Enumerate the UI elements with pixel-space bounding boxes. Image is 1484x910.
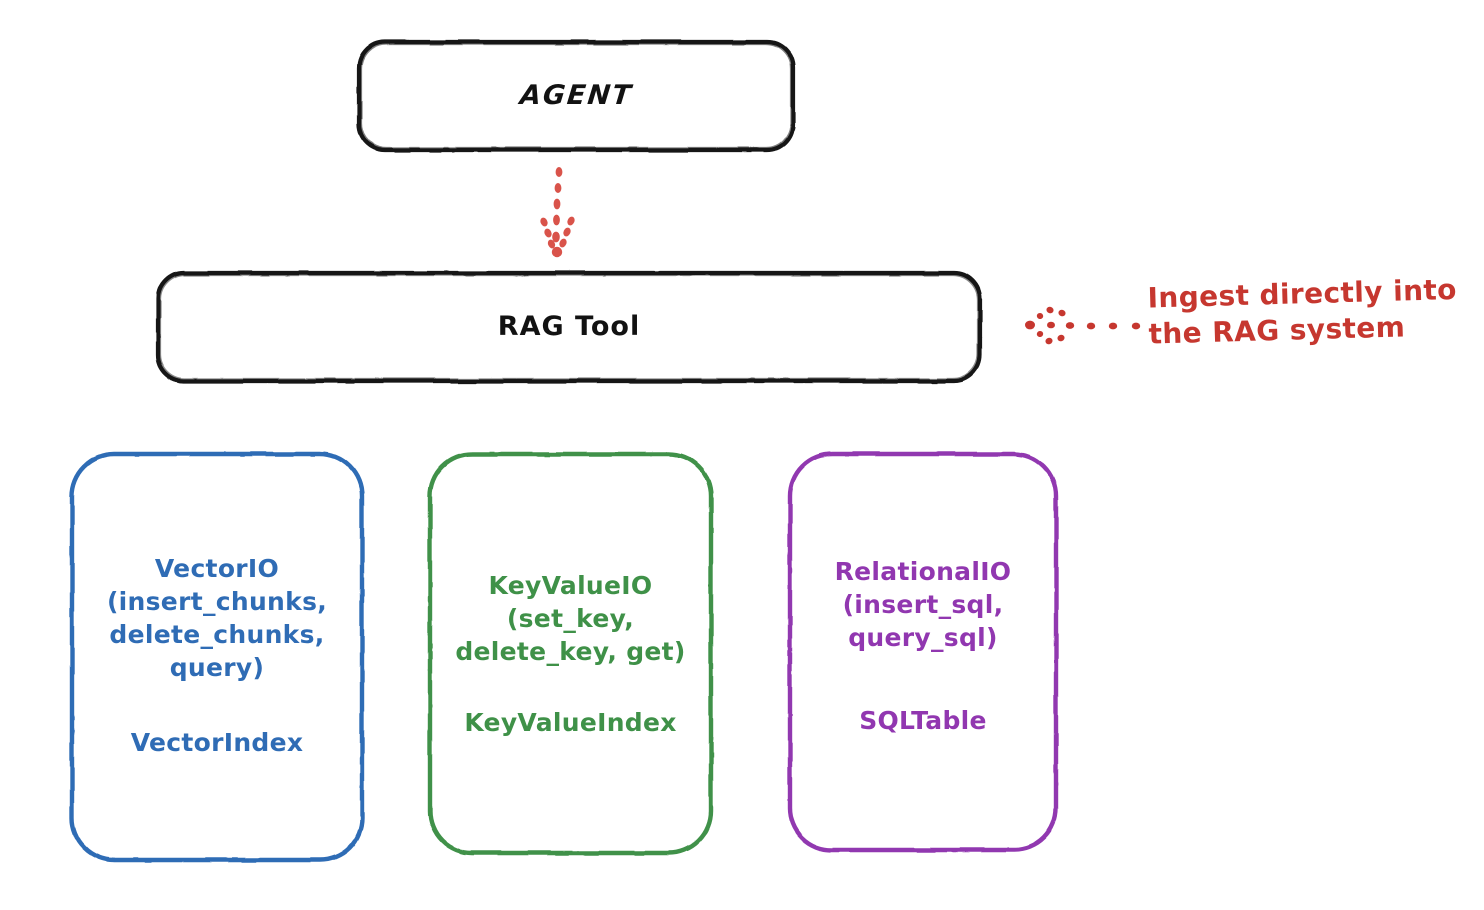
vector-io-box-outline xyxy=(69,451,365,863)
agent-to-rag-tool-arrow xyxy=(540,167,575,258)
key-value-io-box-outline xyxy=(427,451,714,856)
vector-io-node[interactable]: VectorIO (insert_chunks, delete_chunks, … xyxy=(70,452,364,862)
agent-label: AGENT xyxy=(518,79,634,111)
relational-io-subtitle: SQLTable xyxy=(859,706,987,735)
key-value-io-node[interactable]: KeyValueIO (set_key, delete_key, get) Ke… xyxy=(428,452,713,855)
ingest-annotation-text: Ingest directly into the RAG system xyxy=(1147,272,1458,351)
relational-io-box-outline xyxy=(787,451,1059,853)
agent-node[interactable]: AGENT xyxy=(357,40,795,152)
vector-io-subtitle: VectorIndex xyxy=(130,727,304,757)
key-value-io-subtitle: KeyValueIndex xyxy=(464,707,677,737)
ingest-pointer-arrow xyxy=(1025,306,1141,345)
agent-box-outline xyxy=(356,39,796,153)
relational-io-node[interactable]: RelationalIO (insert_sql, query_sql) SQL… xyxy=(788,452,1058,852)
rag-tool-box-outline xyxy=(155,270,983,384)
rag-tool-node[interactable]: RAG Tool xyxy=(156,271,982,383)
vector-io-title: VectorIO (insert_chunks, delete_chunks, … xyxy=(106,553,328,682)
rag-tool-label: RAG Tool xyxy=(497,310,641,342)
relational-io-title: RelationalIO (insert_sql, query_sql) xyxy=(834,557,1012,652)
key-value-io-title: KeyValueIO (set_key, delete_key, get) xyxy=(455,570,686,666)
